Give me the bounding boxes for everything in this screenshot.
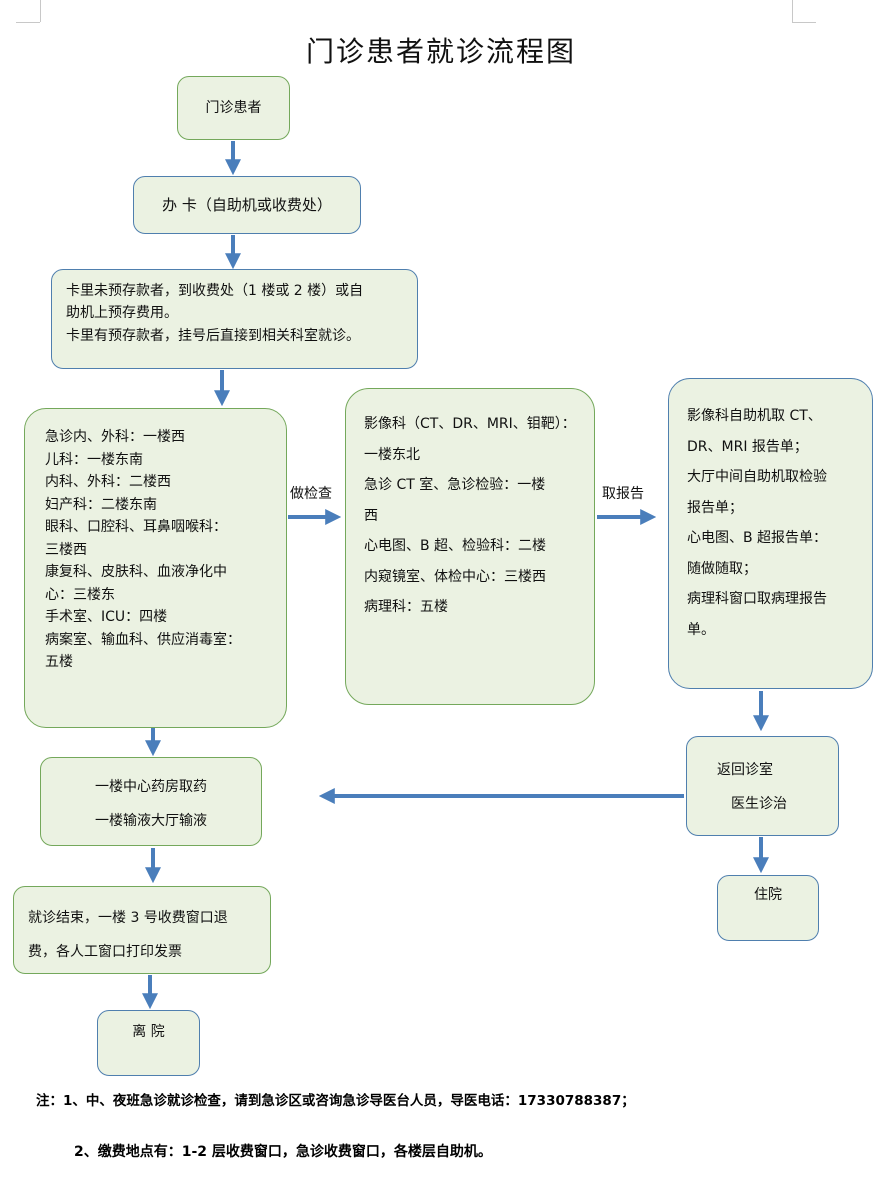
- node-return: 返回诊室 医生诊治: [686, 736, 839, 836]
- node-departments-line: 三楼西: [45, 541, 87, 558]
- node-departments-line: 康复科、皮肤科、血液净化中: [45, 564, 227, 580]
- corner-mark-right: [792, 0, 793, 22]
- node-leave-text: 离 院: [132, 1024, 165, 1040]
- node-reports-line: 心电图、B 超报告单：: [687, 530, 828, 546]
- node-departments: 急诊内、外科：一楼西 儿科：一楼东南 内科、外科：二楼西 妇产科：二楼东南 眼科…: [24, 408, 287, 728]
- node-card-text: 办 卡（自助机或收费处）: [162, 196, 332, 214]
- node-departments-line: 儿科：一楼东南: [45, 451, 143, 468]
- node-pharmacy: 一楼中心药房取药 一楼输液大厅输液: [40, 757, 262, 846]
- node-departments-line: 眼科、口腔科、耳鼻咽喉科：: [45, 519, 227, 535]
- node-departments-line: 心：三楼东: [45, 586, 115, 603]
- node-patient: 门诊患者: [177, 76, 290, 140]
- node-exams-line: 病理科：五楼: [364, 599, 448, 615]
- node-pharmacy-line: 一楼输液大厅输液: [95, 813, 207, 829]
- node-prepay: 卡里未预存款者，到收费处（1 楼或 2 楼）或自 助机上预存费用。 卡里有预存款…: [51, 269, 418, 369]
- edge-label-exam: 做检查: [290, 486, 332, 502]
- node-card: 办 卡（自助机或收费处）: [133, 176, 361, 234]
- edge-label-report: 取报告: [602, 486, 644, 502]
- node-reports-line: 报告单；: [687, 499, 743, 516]
- node-departments-line: 五楼: [45, 654, 73, 670]
- node-exams-line: 心电图、B 超、检验科：二楼: [364, 538, 547, 554]
- node-reports-line: DR、MRI 报告单；: [687, 438, 808, 455]
- node-exams-line: 西: [364, 507, 378, 524]
- node-reports: 影像科自助机取 CT、 DR、MRI 报告单； 大厅中间自助机取检验 报告单； …: [668, 378, 873, 689]
- note-2: 2、缴费地点有：1-2 层收费窗口，急诊收费窗口，各楼层自助机。: [74, 1144, 492, 1160]
- node-return-line: 医生诊治: [731, 796, 787, 812]
- node-reports-line: 影像科自助机取 CT、: [687, 408, 822, 424]
- node-leave: 离 院: [97, 1010, 200, 1076]
- node-reports-line: 单。: [687, 621, 715, 638]
- note-1: 注：1、中、夜班急诊就诊检查，请到急诊区或咨询急诊导医台人员，导医电话：1733…: [36, 1093, 635, 1109]
- node-exams: 影像科（CT、DR、MRI、钼靶）： 一楼东北 急诊 CT 室、急诊检验：一楼 …: [345, 388, 595, 705]
- node-prepay-line: 助机上预存费用。: [66, 305, 178, 322]
- node-exams-line: 影像科（CT、DR、MRI、钼靶）：: [364, 416, 576, 432]
- node-prepay-line: 卡里有预存款者，挂号后直接到相关科室就诊。: [66, 327, 360, 344]
- node-prepay-line: 卡里未预存款者，到收费处（1 楼或 2 楼）或自: [66, 283, 364, 299]
- node-exams-line: 一楼东北: [364, 446, 420, 463]
- node-reports-line: 大厅中间自助机取检验: [687, 469, 827, 485]
- node-departments-line: 病案室、输血科、供应消毒室：: [45, 631, 241, 648]
- node-exams-line: 内窥镜室、体检中心：三楼西: [364, 568, 546, 585]
- node-patient-text: 门诊患者: [205, 99, 262, 116]
- node-departments-line: 内科、外科：二楼西: [45, 474, 171, 490]
- node-finish: 就诊结束，一楼 3 号收费窗口退 费，各人工窗口打印发票: [13, 886, 271, 974]
- corner-mark-right-h: [792, 22, 816, 23]
- node-reports-line: 随做随取；: [687, 560, 757, 577]
- node-return-line: 返回诊室: [717, 762, 773, 778]
- node-hospitalize-text: 住院: [754, 887, 782, 903]
- corner-mark-left-h: [16, 22, 40, 23]
- node-pharmacy-line: 一楼中心药房取药: [95, 779, 207, 795]
- node-departments-line: 手术室、ICU：四楼: [45, 609, 168, 625]
- node-departments-line: 妇产科：二楼东南: [45, 496, 157, 513]
- node-hospitalize: 住院: [717, 875, 819, 941]
- node-reports-line: 病理科窗口取病理报告: [687, 591, 827, 607]
- node-departments-line: 急诊内、外科：一楼西: [45, 429, 185, 445]
- corner-mark-left: [40, 0, 41, 22]
- node-finish-line: 就诊结束，一楼 3 号收费窗口退: [28, 910, 228, 926]
- diagram-title: 门诊患者就诊流程图: [305, 35, 576, 68]
- node-exams-line: 急诊 CT 室、急诊检验：一楼: [364, 477, 546, 493]
- node-finish-line: 费，各人工窗口打印发票: [28, 944, 182, 960]
